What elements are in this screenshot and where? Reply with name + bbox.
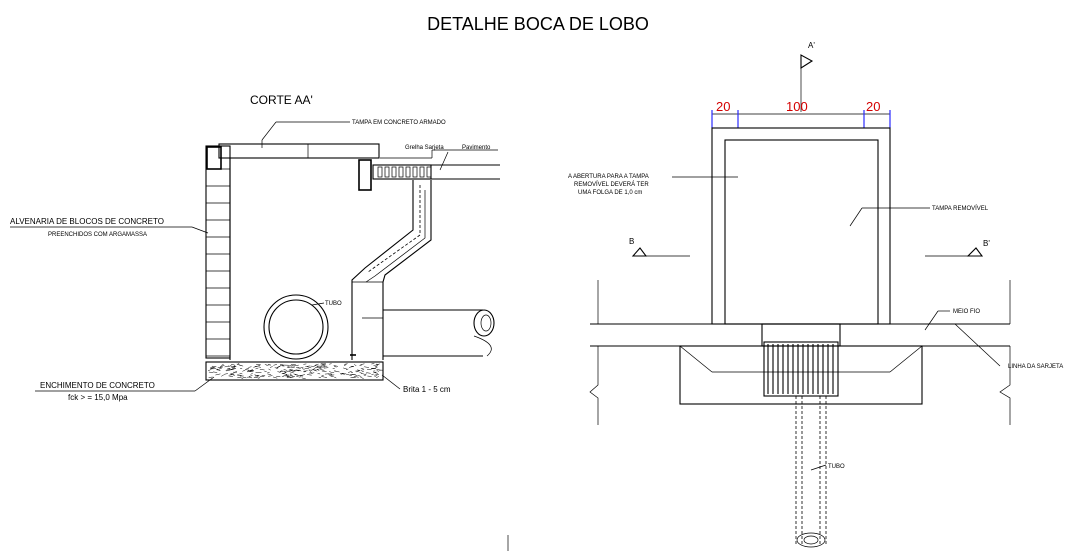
pipe-plan xyxy=(795,396,827,548)
label-fck: fck > = 15,0 Mpa xyxy=(68,393,128,402)
note-line-3: UMA FOLGA DE 1,0 cm xyxy=(578,190,642,196)
grating-sarjeta xyxy=(358,149,455,191)
masonry-wall-left xyxy=(205,145,231,359)
curb-lines xyxy=(589,280,1011,425)
label-tampa-removivel: TAMPA REMOVÍVEL xyxy=(932,205,989,212)
plan-view: A' 20 100 20 A ABERTURA PARA A TAMPA REM… xyxy=(568,41,1063,548)
label-enchimento: ENCHIMENTO DE CONCRETO xyxy=(40,381,155,390)
dim-center: 100 xyxy=(786,99,808,114)
label-grelha: Grelha Sarjeta xyxy=(405,145,444,151)
note-line-1: A ABERTURA PARA A TAMPA xyxy=(568,174,649,180)
grating-plan xyxy=(761,323,841,397)
pavement xyxy=(431,164,500,180)
section-aa: CORTE AA' TAMPA EM CONCRETO ARMADO Grelh… xyxy=(10,93,500,402)
label-brita: Brita 1 - 5 cm xyxy=(403,385,451,394)
label-tubo-plan: TUBO xyxy=(828,464,845,470)
marker-b-prime: B' xyxy=(983,239,990,248)
label-alvenaria-2: PREENCHIDOS COM ARGAMASSA xyxy=(48,232,147,238)
section-aa-heading: CORTE AA' xyxy=(250,93,313,107)
lid-concrete xyxy=(218,121,380,159)
foundation xyxy=(679,345,923,405)
marker-b: B xyxy=(629,237,634,246)
label-pavimento: Pavimento xyxy=(462,145,491,151)
label-tubo-aa: TUBO xyxy=(325,301,342,307)
label-alvenaria-1: ALVENARIA DE BLOCOS DE CONCRETO xyxy=(10,217,164,226)
drawing-title: DETALHE BOCA DE LOBO xyxy=(427,14,649,34)
box-outline xyxy=(711,127,891,325)
dim-left: 20 xyxy=(716,99,730,114)
note-line-2: REMOVÍVEL DEVERÁ TER xyxy=(574,181,649,188)
label-linha-sarjeta: LINHA DA SARJETA xyxy=(1008,364,1063,370)
dim-right: 20 xyxy=(866,99,880,114)
inlet-channel xyxy=(229,158,432,360)
outlet-pipe xyxy=(350,309,495,357)
dimension-line: 20 100 20 xyxy=(711,99,891,128)
label-meio-fio: MEIO FIO xyxy=(953,309,980,315)
marker-a-prime: A' xyxy=(808,41,815,50)
base-gravel xyxy=(205,361,384,381)
label-tampa: TAMPA EM CONCRETO ARMADO xyxy=(352,120,446,126)
pipe-section xyxy=(263,294,329,360)
